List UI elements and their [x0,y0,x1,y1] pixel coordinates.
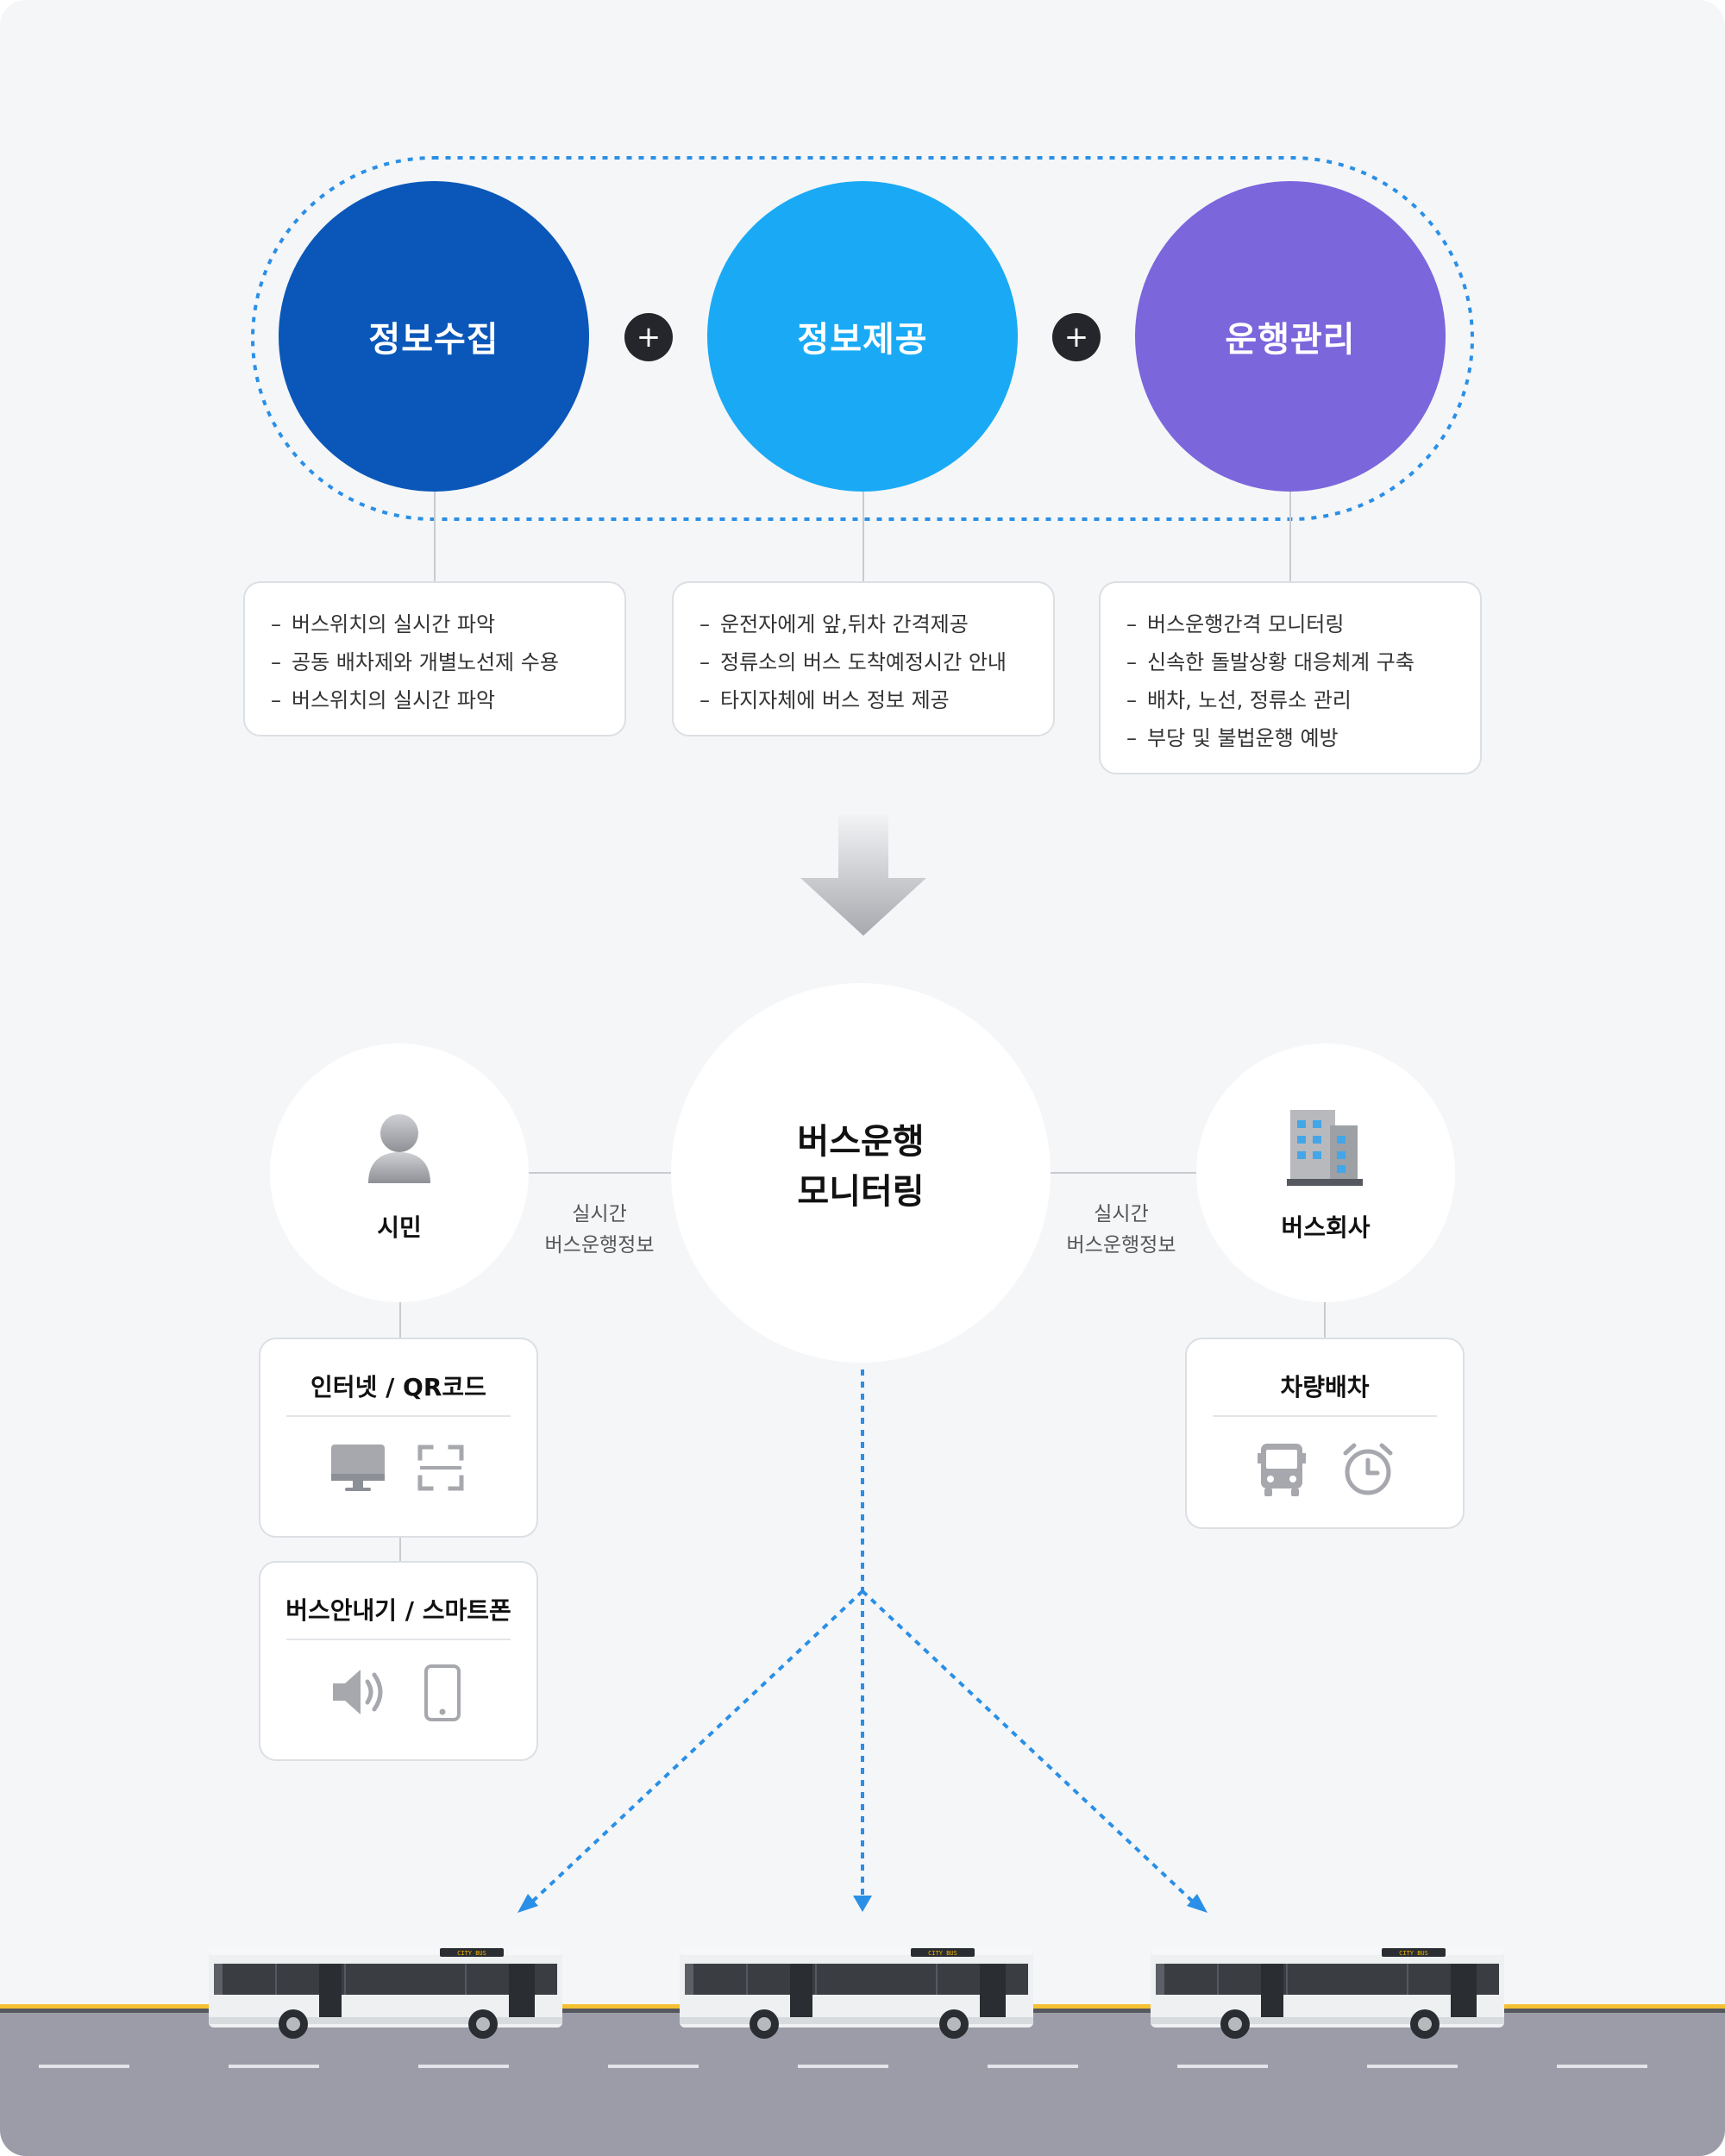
link-line-citizen [526,1172,681,1174]
list-item: –타지자체에 버스 정보 제공 [699,681,1027,719]
operation-management-label: 운행관리 [1225,320,1356,360]
connector-line [862,492,864,582]
bus-icon [1258,1444,1306,1496]
list-item: –신속한 돌발상황 대응체계 구축 [1126,643,1454,681]
person-icon [368,1114,430,1183]
dash: – [1126,688,1137,712]
list-item: –배차, 노선, 정류소 관리 [1126,681,1454,719]
city-bus: CITY BUS [209,1946,562,2039]
plus-symbol: + [1063,320,1089,354]
bus-destination-sign: CITY BUS [1399,1950,1428,1957]
info-provision-box: –운전자에게 앞,뒤차 간격제공 –정류소의 버스 도착예정시간 안내 –타지자… [672,581,1055,736]
connector-line [399,1302,401,1338]
arrow-head [853,1896,872,1912]
dash: – [699,612,710,636]
vehicle-dispatch-title: 차량배차 [1280,1373,1370,1401]
dash: – [1126,650,1137,674]
bus-company-label: 버스회사 [1281,1213,1371,1242]
list-item: –버스위치의 실시간 파악 [271,681,599,719]
connector-line [434,492,436,582]
dash: – [699,688,710,712]
list-item: –운전자에게 앞,뒤차 간격제공 [699,605,1027,643]
internet-qr-title: 인터넷 / QR코드 [310,1373,486,1401]
link-line-company [1044,1172,1199,1174]
internet-qr-card: 인터넷 / QR코드 [259,1338,538,1538]
monitor-icon [331,1445,385,1491]
operation-management-circle: 운행관리 [1135,181,1446,492]
citizen-label: 시민 [377,1213,422,1242]
link-label-line1: 실시간 [572,1203,627,1225]
info-collection-box: –버스위치의 실시간 파악 –공동 배차제와 개별노선제 수용 –버스위치의 실… [243,581,626,736]
connector-line [1289,492,1291,582]
dash: – [1126,726,1137,750]
list-item-text: 배차, 노선, 정류소 관리 [1147,688,1352,712]
connector-line [399,1536,401,1562]
building-icon [1287,1110,1363,1186]
info-provision-label: 정보제공 [797,320,928,360]
dash: – [271,612,281,636]
connector-line [1324,1302,1326,1338]
arrow-head [1187,1894,1208,1913]
list-item-text: 신속한 돌발상황 대응체계 구축 [1147,650,1414,674]
plus-symbol: + [636,320,662,354]
list-item-text: 버스위치의 실시간 파악 [292,612,496,636]
list-item: –공동 배차제와 개별노선제 수용 [271,643,599,681]
list-item-text: 정류소의 버스 도착예정시간 안내 [720,650,1007,674]
list-item: –정류소의 버스 도착예정시간 안내 [699,643,1027,681]
info-collection-label: 정보수집 [368,320,499,360]
bus-monitoring-title-line2: 모니터링 [797,1172,925,1212]
qr-scan-icon [417,1445,464,1491]
city-bus: CITY BUS [680,1946,1033,2039]
card-divider [286,1415,511,1417]
plus-icon: + [624,313,673,361]
list-item: –버스운행간격 모니터링 [1126,605,1454,643]
bus-monitoring-title-line1: 버스운행 [797,1122,925,1162]
list-item-text: 운전자에게 앞,뒤차 간격제공 [720,612,969,636]
bus-monitoring-title: 버스운행 모니터링 [671,1117,1051,1217]
dash: – [271,688,281,712]
lane-markings [0,2065,1725,2068]
list-item-text: 부당 및 불법운행 예방 [1147,726,1339,750]
card-divider [1213,1415,1437,1417]
link-label-line2: 버스운행정보 [544,1234,655,1257]
city-bus: CITY BUS [1151,1946,1504,2039]
list-item-text: 타지자체에 버스 정보 제공 [720,688,950,712]
bus-destination-sign: CITY BUS [928,1950,957,1957]
dash: – [271,650,281,674]
operation-management-box: –버스운행간격 모니터링 –신속한 돌발상황 대응체계 구축 –배차, 노선, … [1099,581,1482,774]
speaker-icon [333,1670,383,1714]
list-item: –버스위치의 실시간 파악 [271,605,599,643]
bus-monitoring-circle [671,983,1051,1363]
info-provision-circle: 정보제공 [707,181,1018,492]
bus-guide-smartphone-card: 버스안내기 / 스마트폰 [259,1561,538,1761]
info-collection-circle: 정보수집 [279,181,589,492]
vehicle-dispatch-card: 차량배차 [1185,1338,1465,1529]
company-link-label: 실시간 버스운행정보 [1039,1199,1203,1261]
link-label-line2: 버스운행정보 [1066,1234,1176,1257]
card-divider [286,1639,511,1640]
alarm-clock-icon [1343,1443,1393,1495]
smartphone-icon [424,1664,461,1721]
list-item-text: 버스위치의 실시간 파악 [292,688,496,712]
down-arrow-icon [800,815,926,936]
bus-guide-smartphone-title: 버스안내기 / 스마트폰 [285,1596,511,1625]
list-item-text: 공동 배차제와 개별노선제 수용 [292,650,559,674]
dash: – [1126,612,1137,636]
list-item: –부당 및 불법운행 예방 [1126,719,1454,757]
plus-icon: + [1052,313,1101,361]
arrow-head [518,1894,538,1913]
citizen-link-label: 실시간 버스운행정보 [518,1199,681,1261]
list-item-text: 버스운행간격 모니터링 [1147,612,1345,636]
dash: – [699,650,710,674]
link-label-line1: 실시간 [1094,1203,1149,1225]
bus-destination-sign: CITY BUS [457,1950,486,1957]
